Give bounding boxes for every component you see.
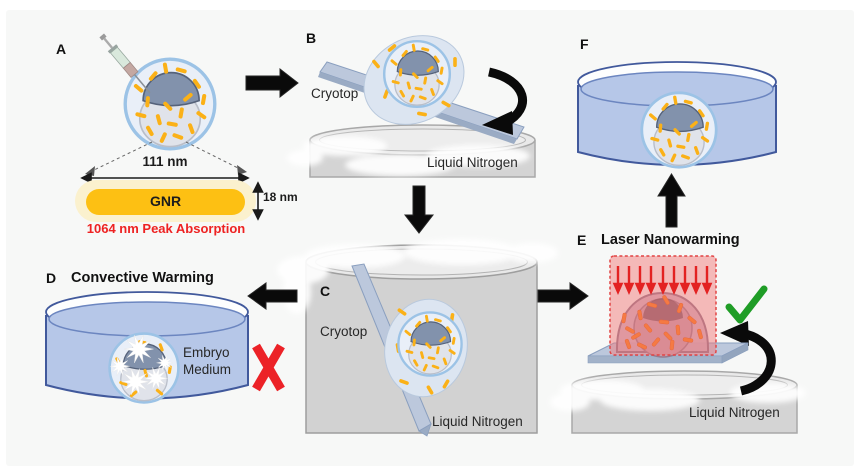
panel-a-embryo-injection — [75, 33, 264, 222]
length-dimension-arrow — [80, 172, 250, 184]
panel-d-damaged-embryo — [108, 332, 180, 404]
pointer-arrowhead-left — [85, 166, 95, 176]
gnr-width-dimension: 18 nm — [263, 190, 298, 204]
gnr-text: GNR — [149, 193, 182, 209]
panel-f-dish — [577, 61, 777, 167]
panel-e-nitrogen-label: Liquid Nitrogen — [689, 405, 780, 420]
arrow-a-to-b — [245, 67, 299, 99]
panel-c-fog — [277, 239, 558, 314]
width-dimension-arrow — [252, 181, 264, 221]
panel-e-label: E — [577, 232, 587, 248]
arrow-c-to-d — [247, 282, 298, 310]
panel-f-embryo — [642, 93, 716, 167]
panel-e-fog — [550, 380, 806, 411]
panel-f-label: F — [580, 36, 589, 52]
syringe-icon — [99, 33, 151, 94]
panel-a-label: A — [56, 41, 67, 57]
arrow-c-to-e — [537, 282, 589, 310]
panel-b-plunge-arrow — [482, 67, 528, 135]
arrow-b-to-c — [403, 185, 435, 234]
cross-icon — [252, 343, 285, 392]
panel-d-label: D — [46, 270, 57, 286]
laser-rays — [612, 266, 713, 295]
panel-b-nitrogen-label: Liquid Nitrogen — [427, 155, 518, 170]
panel-c-cryotop-label: Cryotop — [320, 324, 368, 339]
panel-e-lift-arrow — [720, 321, 776, 396]
panel-a-embryo — [125, 59, 215, 149]
arrow-e-to-f — [657, 173, 686, 228]
panel-d-title: Convective Warming — [71, 270, 214, 286]
panel-c-label: C — [320, 283, 331, 299]
pointer-arrowhead-right — [237, 165, 247, 175]
embryo-medium-label-line2: Medium — [183, 362, 232, 377]
panel-c-embryo — [398, 312, 461, 375]
embryo-medium-label-line1: Embryo — [183, 345, 230, 360]
panel-b-embryo-droplet — [363, 35, 465, 125]
laser-beam-region — [609, 255, 717, 356]
gnr-length-dimension: 111 nm — [142, 154, 188, 169]
panel-c-nitrogen-label: Liquid Nitrogen — [432, 414, 523, 429]
panel-d-dish — [45, 291, 249, 404]
gnr-rod-schematic — [86, 189, 245, 215]
panel-b-fog — [287, 136, 530, 176]
panel-b-embryo — [384, 41, 450, 107]
peak-absorption-label: 1064 nm Peak Absorption — [86, 221, 246, 236]
zoom-pointer-lines — [91, 141, 241, 172]
panel-c-embryo-droplet — [384, 298, 468, 398]
panel-e-title: Laser Nanowarming — [601, 232, 740, 248]
panel-b-cryotop-label: Cryotop — [311, 86, 359, 101]
panel-b-label: B — [306, 30, 317, 46]
checkmark-icon — [725, 285, 768, 324]
